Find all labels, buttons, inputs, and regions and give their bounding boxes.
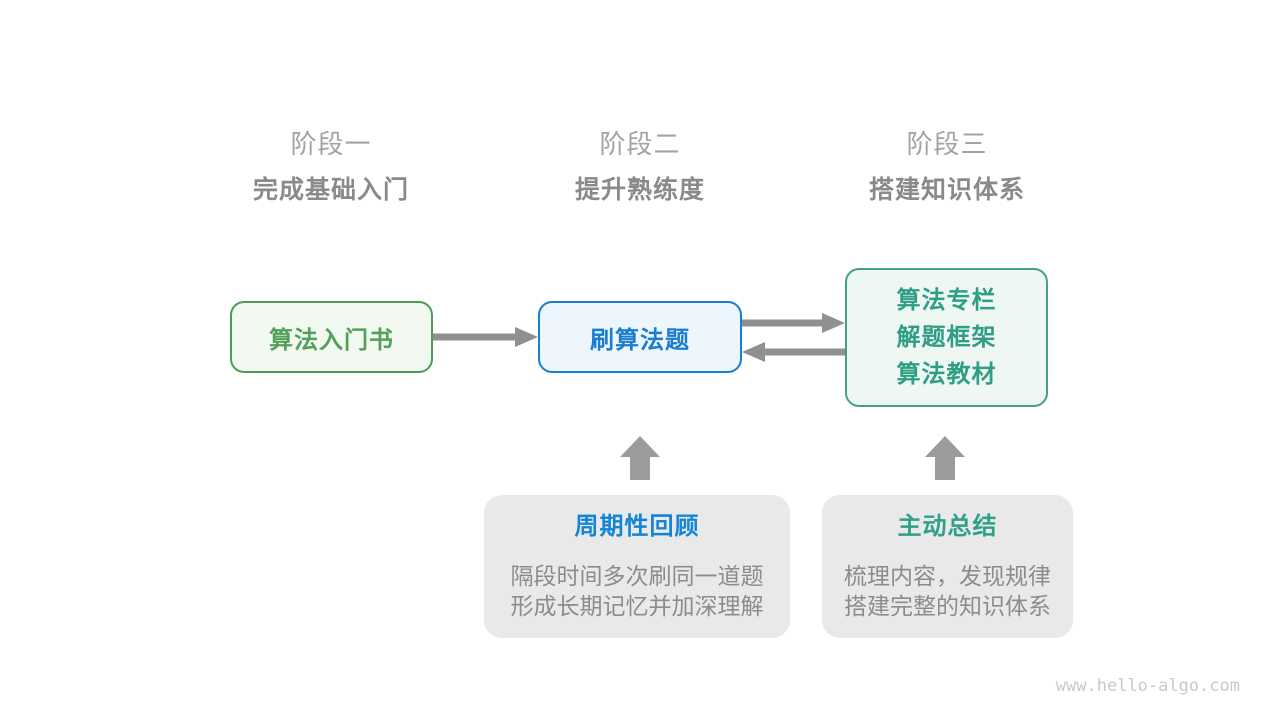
node-intro-book-label: 算法入门书 <box>269 326 394 354</box>
arrow-right-stage2-to-stage3-icon <box>742 313 845 333</box>
block-arrow-up-left-icon <box>620 436 660 480</box>
stage-1-header: 阶段一 完成基础入门 <box>171 128 491 206</box>
arrow-right-stage1-to-stage2-icon <box>433 327 538 347</box>
stage-2-header: 阶段二 提升熟练度 <box>480 128 800 206</box>
stage-3-subtitle: 搭建知识体系 <box>868 176 1025 204</box>
callout-active-summary-line-2: 搭建完整的知识体系 <box>844 593 1051 619</box>
callout-periodic-review-line-1: 隔段时间多次刷同一道题 <box>510 563 764 589</box>
stage-3-title: 阶段三 <box>906 129 988 159</box>
callout-active-summary-line-1: 梳理内容，发现规律 <box>844 563 1051 589</box>
stage-2-subtitle: 提升熟练度 <box>574 176 705 204</box>
stage-3-header: 阶段三 搭建知识体系 <box>787 128 1107 206</box>
stage-1-subtitle: 完成基础入门 <box>252 176 409 204</box>
node-knowledge-resources: 算法专栏 解题框架 算法教材 <box>845 268 1048 407</box>
node-practice-problems: 刷算法题 <box>538 301 742 373</box>
node-knowledge-line-2: 解题框架 <box>896 324 997 351</box>
callout-active-summary: 主动总结 梳理内容，发现规律 搭建完整的知识体系 <box>822 495 1073 638</box>
callout-active-summary-title: 主动总结 <box>897 513 998 540</box>
stage-2-title: 阶段二 <box>599 129 681 159</box>
callout-periodic-review-title: 周期性回顾 <box>574 513 700 540</box>
node-knowledge-line-1: 算法专栏 <box>896 287 997 314</box>
callout-periodic-review-line-2: 形成长期记忆并加深理解 <box>510 593 764 619</box>
arrow-left-stage3-to-stage2-icon <box>742 342 845 362</box>
node-practice-problems-label: 刷算法题 <box>590 326 690 354</box>
stage-1-title: 阶段一 <box>290 129 372 159</box>
block-arrow-up-right-icon <box>925 436 965 480</box>
node-knowledge-line-3: 算法教材 <box>896 361 997 388</box>
node-intro-book: 算法入门书 <box>230 301 433 373</box>
callout-periodic-review: 周期性回顾 隔段时间多次刷同一道题 形成长期记忆并加深理解 <box>484 495 790 638</box>
site-watermark: www.hello-algo.com <box>1055 676 1240 696</box>
